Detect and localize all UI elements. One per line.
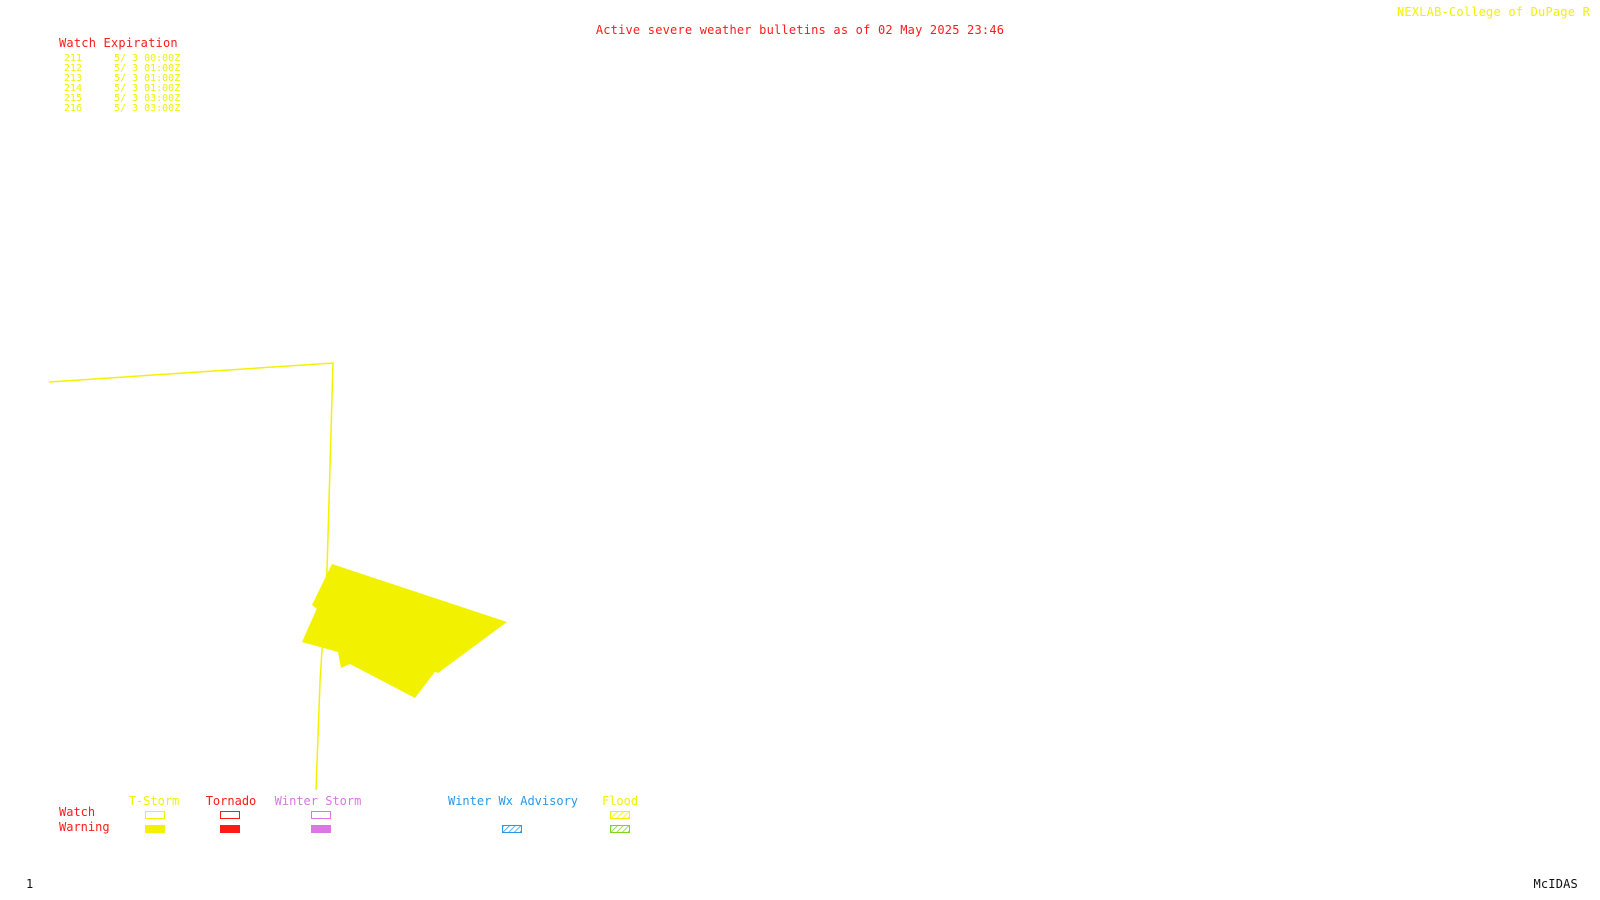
legend-winter-storm-label: Winter Storm — [274, 794, 362, 808]
tstorm-warning-polygon — [302, 606, 444, 698]
legend-tstorm-label: T-Storm — [128, 794, 180, 808]
watch-expiration-time: 5/ 3 01:00Z — [114, 63, 181, 74]
watch-number: 211 — [64, 53, 83, 64]
tstorm-watch-boundary — [48, 362, 334, 791]
frame-number: 1 — [26, 877, 34, 891]
legend-tornado-warning-swatch — [220, 825, 240, 833]
legend-tstorm-warning-swatch — [145, 825, 165, 833]
legend-winter-advisory-swatch — [502, 825, 522, 833]
legend-winter-storm-watch-swatch — [311, 811, 331, 819]
watch-expiration-time: 5/ 3 00:00Z — [114, 53, 181, 64]
watch-number: 214 — [64, 83, 83, 94]
legend-winter-advisory-label: Winter Wx Advisory — [447, 794, 579, 808]
legend-watch-row-label: Watch — [59, 805, 96, 819]
watch-number: 215 — [64, 93, 83, 104]
software-label: McIDAS — [1533, 877, 1578, 891]
legend-flood-label: Flood — [601, 794, 639, 808]
legend-warning-row-label: Warning — [59, 820, 110, 834]
watch-expiration-time: 5/ 3 03:00Z — [114, 103, 181, 114]
legend-tornado-label: Tornado — [205, 794, 257, 808]
legend-flood-watch-swatch — [610, 811, 630, 819]
bulletin-title: Active severe weather bulletins as of 02… — [595, 23, 1005, 37]
watch-expiration-heading: Watch Expiration — [59, 36, 178, 50]
legend-winter-storm-warning-swatch — [311, 825, 331, 833]
watch-expiration-time: 5/ 3 03:00Z — [114, 93, 181, 104]
watch-number: 213 — [64, 73, 83, 84]
watch-number: 216 — [64, 103, 83, 114]
legend-tstorm-watch-swatch — [145, 811, 165, 819]
watch-number: 212 — [64, 63, 83, 74]
legend-flood-warning-swatch — [610, 825, 630, 833]
legend-tornado-watch-swatch — [220, 811, 240, 819]
data-source-credit: NEXLAB-College of DuPage R — [1396, 5, 1590, 19]
watch-expiration-time: 5/ 3 01:00Z — [114, 83, 181, 94]
tstorm-warning-polygon — [312, 564, 507, 673]
watch-expiration-time: 5/ 3 01:00Z — [114, 73, 181, 84]
